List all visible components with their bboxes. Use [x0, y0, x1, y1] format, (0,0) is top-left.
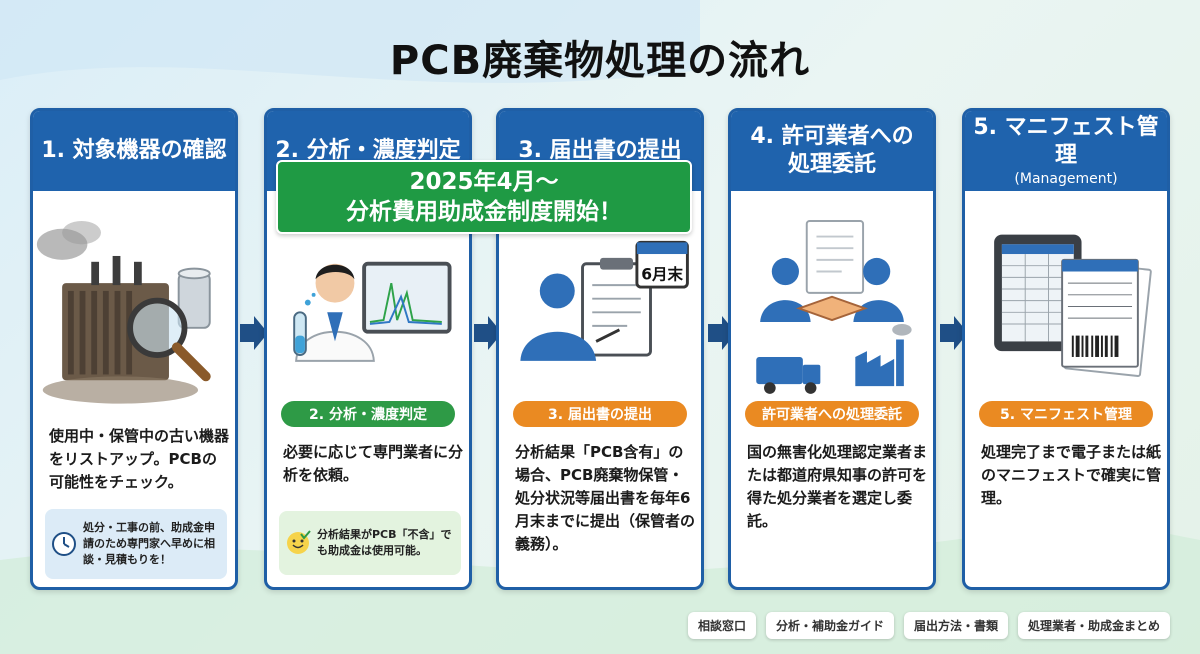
step-3-description: 分析結果「PCB含有」の場合、PCB廃棄物保管・処分状況等届出書を毎年6月末まで… — [515, 443, 696, 553]
step-2-note: 分析結果がPCB「不含」でも助成金は使用可能。 — [279, 511, 461, 575]
scientist-illustration — [293, 261, 452, 362]
link-contractors-summary[interactable]: 処理業者・助成金まとめ — [1017, 612, 1170, 639]
step-3-title: 3. 届出書の提出 — [518, 138, 682, 163]
step-1-header: 1. 対象機器の確認 — [33, 111, 235, 191]
transformer-illustration — [36, 221, 211, 404]
step-5-subtitle: (Management) — [1014, 171, 1118, 187]
step-2-pill: 2. 分析・濃度判定 — [281, 401, 455, 427]
subsidy-banner: 2025年4月～ 分析費用助成金制度開始！ — [276, 160, 692, 234]
link-consultation[interactable]: 相談窓口 — [687, 612, 756, 639]
clock-icon — [52, 532, 76, 556]
step-1-description: 使用中・保管中の古い機器をリストアップ。PCBの可能性をチェック。 — [49, 427, 230, 491]
arrow-right-icon — [474, 316, 502, 350]
step-2-title: 2. 分析・濃度判定 — [275, 138, 461, 163]
calendar-label: 6月末 — [641, 264, 683, 283]
form-submission-illustration: 6月末 — [520, 240, 689, 361]
step-card-2: 2. 分析・濃度判定 2. 分析・濃度判定 必要に応じて専門業者に分析を依頼。 … — [264, 108, 472, 590]
step-card-4: 4. 許可業者への 処理委託 許可業者への処理委託 国の無害化処理認定業者または… — [728, 108, 936, 590]
arrow-right-icon — [240, 316, 268, 350]
link-analysis-guide[interactable]: 分析・補助金ガイド — [765, 612, 894, 639]
step-3-pill: 3. 届出書の提出 — [513, 401, 687, 427]
step-2-note-text: 分析結果がPCB「不含」でも助成金は使用可能。 — [317, 528, 452, 557]
step-4-description: 国の無害化処理認定業者または都道府県知事の許可を得た処分業者を選定し委託。 — [747, 443, 928, 530]
arrow-right-icon — [940, 316, 968, 350]
link-notification-docs[interactable]: 届出方法・書類 — [903, 612, 1008, 639]
banner-line-2: 分析費用助成金制度開始！ — [346, 199, 622, 225]
step-4-pill: 許可業者への処理委託 — [745, 401, 919, 427]
step-5-header: 5. マニフェスト管理 (Management) — [965, 111, 1167, 191]
handshake-illustration — [756, 220, 912, 394]
step-2-description: 必要に応じて専門業者に分析を依頼。 — [283, 443, 464, 484]
step-4-header: 4. 許可業者への 処理委託 — [731, 111, 933, 191]
step-1-title: 1. 対象機器の確認 — [41, 138, 227, 163]
step-4-title-line2: 処理委託 — [787, 152, 876, 177]
step-card-5: 5. マニフェスト管理 (Management) 5. マニフェスト管理 処理完… — [962, 108, 1170, 590]
step-card-1: 1. 対象機器の確認 使用中・保管中の古い機器をリストアップ。PCBの可能性をチ… — [30, 108, 238, 590]
footer-links: 相談窓口 分析・補助金ガイド 届出方法・書類 処理業者・助成金まとめ — [687, 612, 1170, 639]
page-title: PCB廃棄物処理の流れ — [389, 38, 811, 84]
step-5-description: 処理完了まで電子または紙のマニフェストで確実に管理。 — [981, 443, 1162, 507]
smiley-icon — [287, 530, 311, 554]
step-4-title-line1: 4. 許可業者への — [750, 124, 914, 149]
step-1-note: 処分・工事の前、助成金申請のため専門家へ早めに相談・見積もりを！ — [45, 509, 227, 579]
step-5-pill: 5. マニフェスト管理 — [979, 401, 1153, 427]
banner-line-1: 2025年4月～ — [409, 169, 559, 195]
step-1-note-text: 処分・工事の前、助成金申請のため専門家へ早めに相談・見積もりを！ — [83, 521, 215, 566]
manifest-illustration — [994, 234, 1152, 377]
step-5-title: 5. マニフェスト管理 — [973, 115, 1159, 168]
